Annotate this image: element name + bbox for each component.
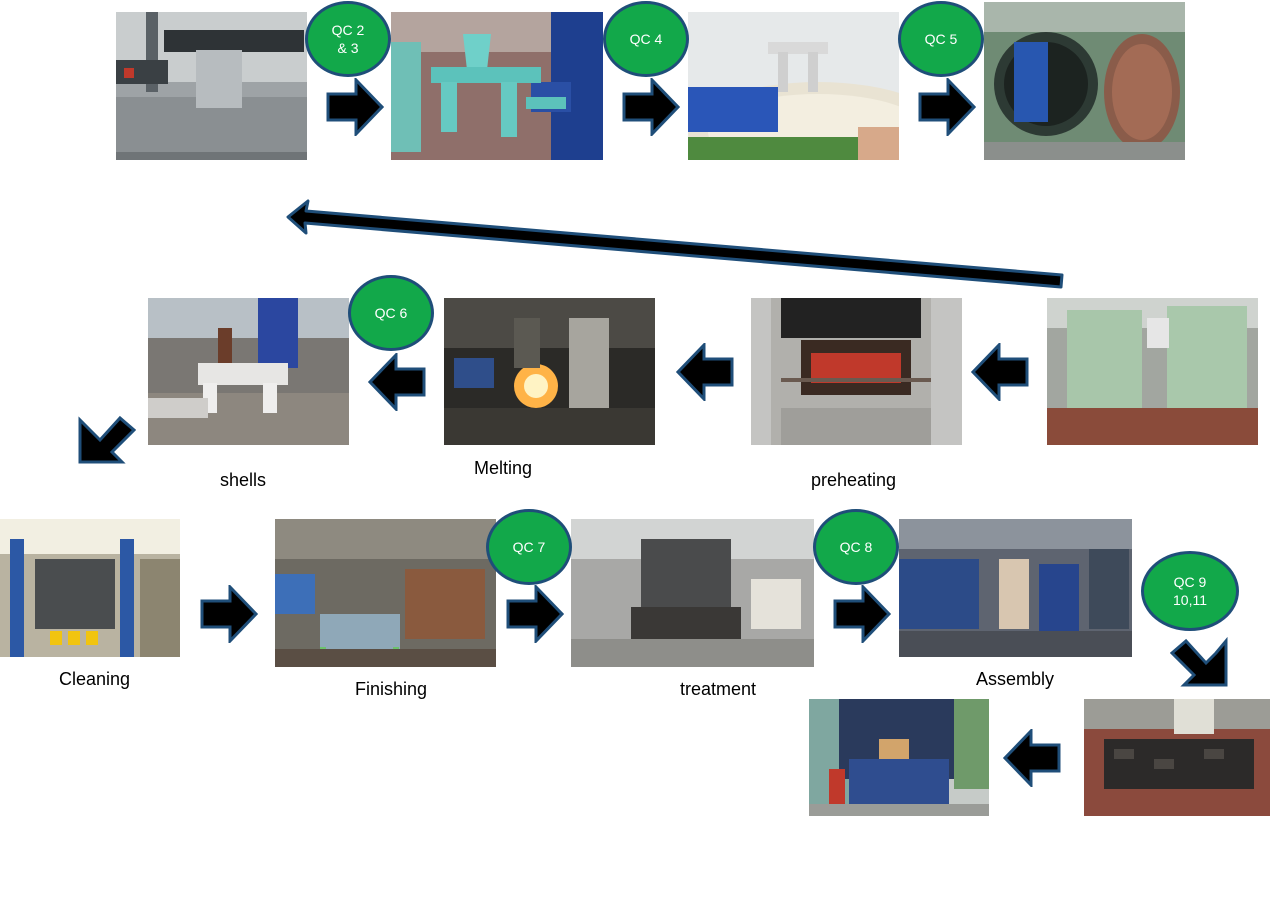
photo-wax-injection-press — [116, 12, 307, 160]
qc-badge-4: QC 4 — [603, 1, 689, 77]
arrow-down-left-icon — [76, 414, 136, 468]
photo-delivery-truck — [809, 699, 989, 816]
photo-heat-treatment-furnace — [571, 519, 814, 667]
photo-shell-knockout — [148, 298, 349, 445]
photo-preheating-furnace — [751, 298, 962, 445]
arrow-right-icon — [200, 585, 258, 643]
photo-assembly-line — [899, 519, 1132, 657]
label-cleaning: Cleaning — [59, 669, 131, 689]
photo-finished-parts — [1084, 699, 1270, 816]
label-preheating: preheating — [811, 470, 897, 490]
arrow-left-icon — [971, 343, 1029, 401]
arrow-right-icon — [506, 585, 564, 643]
arrow-left-icon — [1003, 729, 1061, 787]
label-finishing: Finishing — [355, 679, 428, 699]
qc-badge-2-3: QC 2 & 3 — [305, 1, 391, 77]
long-return-arrow-icon — [280, 195, 1070, 295]
label-shells: shells — [220, 470, 267, 490]
photo-green-tanks — [1047, 298, 1258, 445]
photo-metal-pouring — [444, 298, 655, 445]
photo-dewax-autoclave — [984, 2, 1185, 160]
arrow-right-icon — [918, 78, 976, 136]
qc-badge-8: QC 8 — [813, 509, 899, 585]
label-melting: Melting — [474, 458, 533, 478]
arrow-right-icon — [833, 585, 891, 643]
qc-badge-5: QC 5 — [898, 1, 984, 77]
arrow-left-icon — [676, 343, 734, 401]
arrow-left-icon — [368, 353, 426, 411]
arrow-right-icon — [326, 78, 384, 136]
label-treatment: treatment — [680, 679, 757, 699]
photo-cleaning-machine — [0, 519, 180, 657]
arrow-down-right-icon — [1170, 635, 1230, 691]
arrow-right-icon — [622, 78, 680, 136]
label-assembly: Assembly — [976, 669, 1055, 689]
photo-slurry-dipping — [688, 12, 899, 160]
photo-wax-pattern-tree — [391, 12, 603, 160]
qc-badge-9-10-11: QC 9 10,11 — [1141, 551, 1239, 631]
qc-badge-7: QC 7 — [486, 509, 572, 585]
qc-badge-6: QC 6 — [348, 275, 434, 351]
photo-finishing-workshop — [275, 519, 496, 667]
